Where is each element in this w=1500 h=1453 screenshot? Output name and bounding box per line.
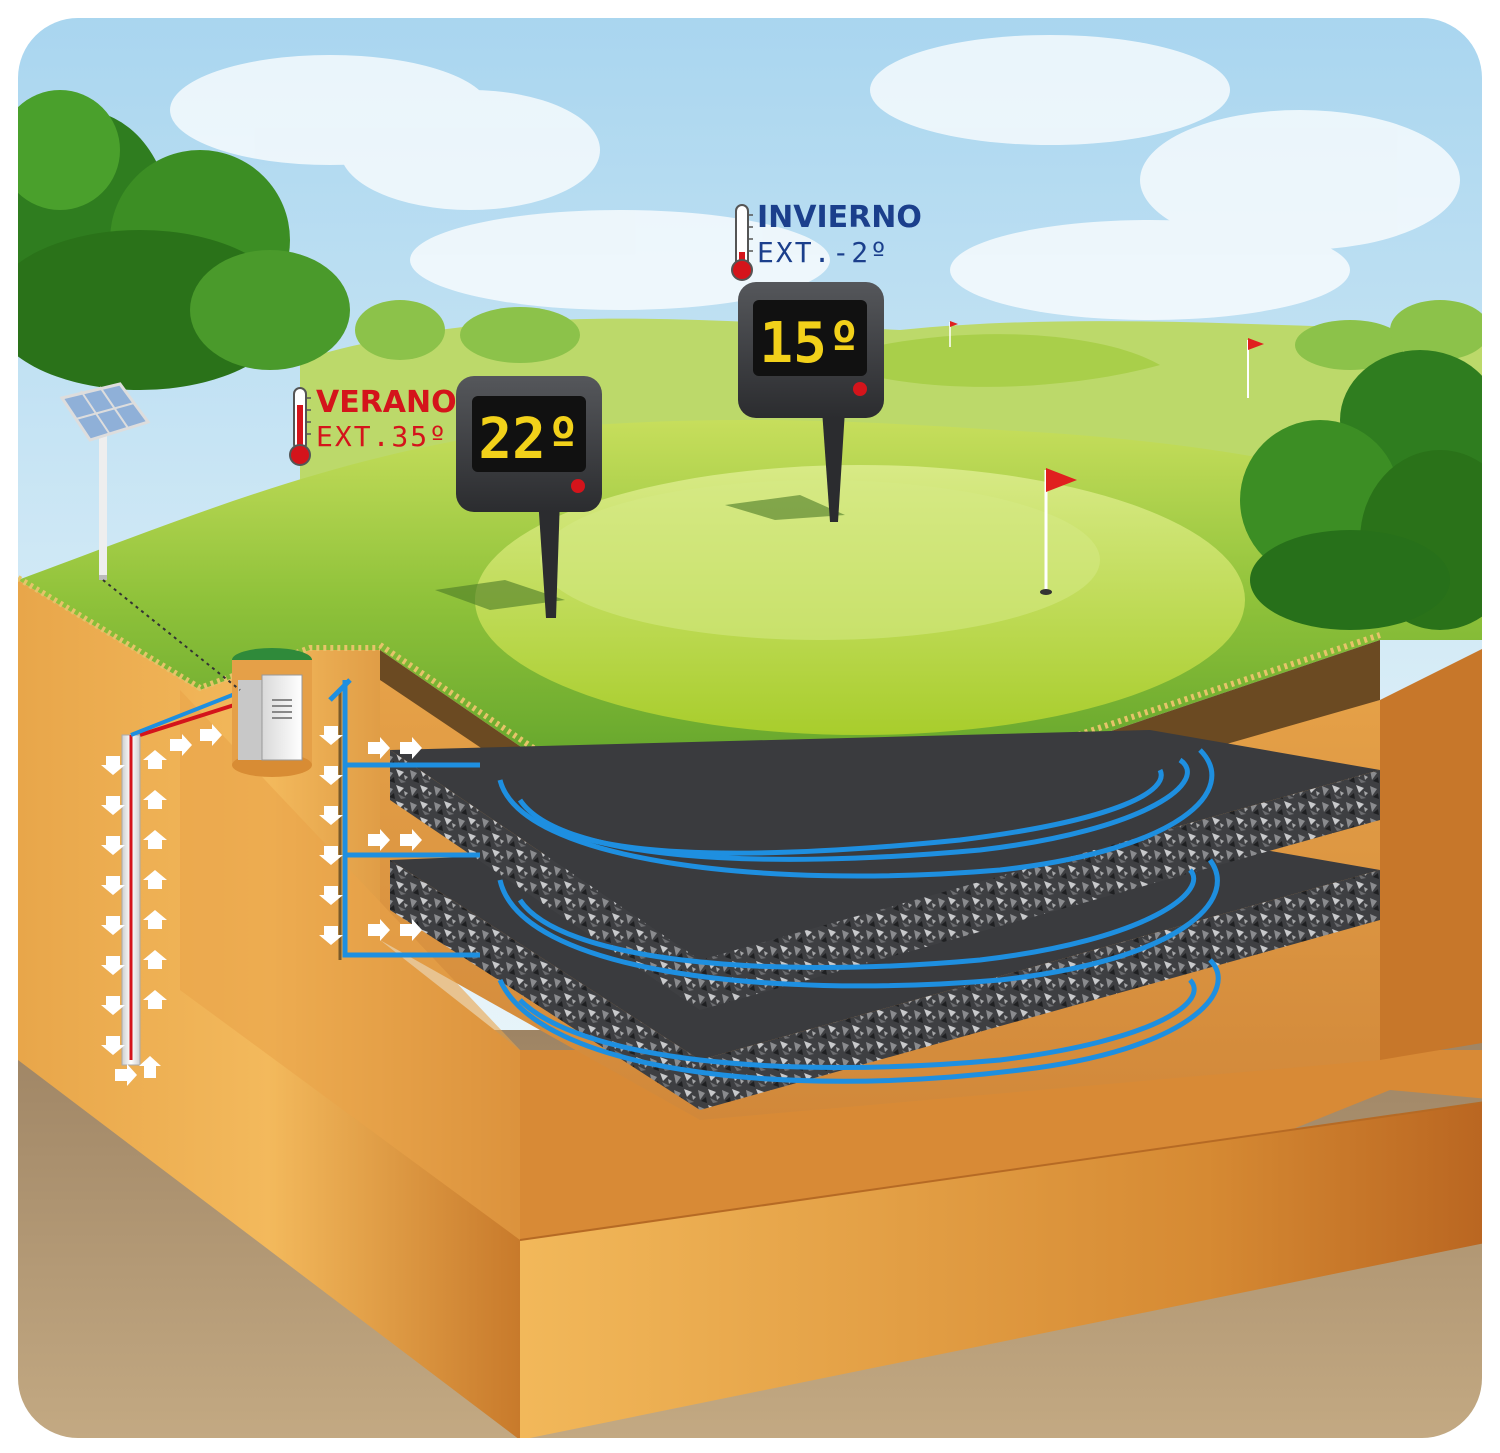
winter-title: INVIERNO: [757, 200, 922, 235]
summer-sign: 22º: [435, 376, 602, 618]
winter-display-value: 15º: [759, 311, 860, 376]
control-unit-icon: [232, 648, 312, 777]
thermometer-icon-summer: [289, 387, 311, 466]
solar-panel-icon: [59, 382, 241, 691]
winter-sign: 15º: [725, 282, 884, 522]
thermometer-icon-winter: [731, 204, 753, 281]
soil-front-right: [520, 1050, 1482, 1438]
summer-display-value: 22º: [478, 407, 579, 472]
geothermal-well: [121, 688, 251, 1066]
golf-flag-icon-far: [949, 321, 1264, 398]
heat-exchange-pipes: [497, 748, 1221, 1084]
bushes-background: [355, 300, 1482, 370]
trees-right: [1240, 350, 1482, 630]
mid-hill: [820, 334, 1160, 387]
clouds: [170, 35, 1460, 320]
golf-flag-icon: [1040, 468, 1077, 595]
trees-left: [18, 90, 350, 390]
winter-exterior-temp: EXT.-2º: [757, 236, 889, 269]
summer-title: VERANO: [316, 385, 457, 420]
summer-exterior-temp: EXT.35º: [316, 420, 448, 453]
